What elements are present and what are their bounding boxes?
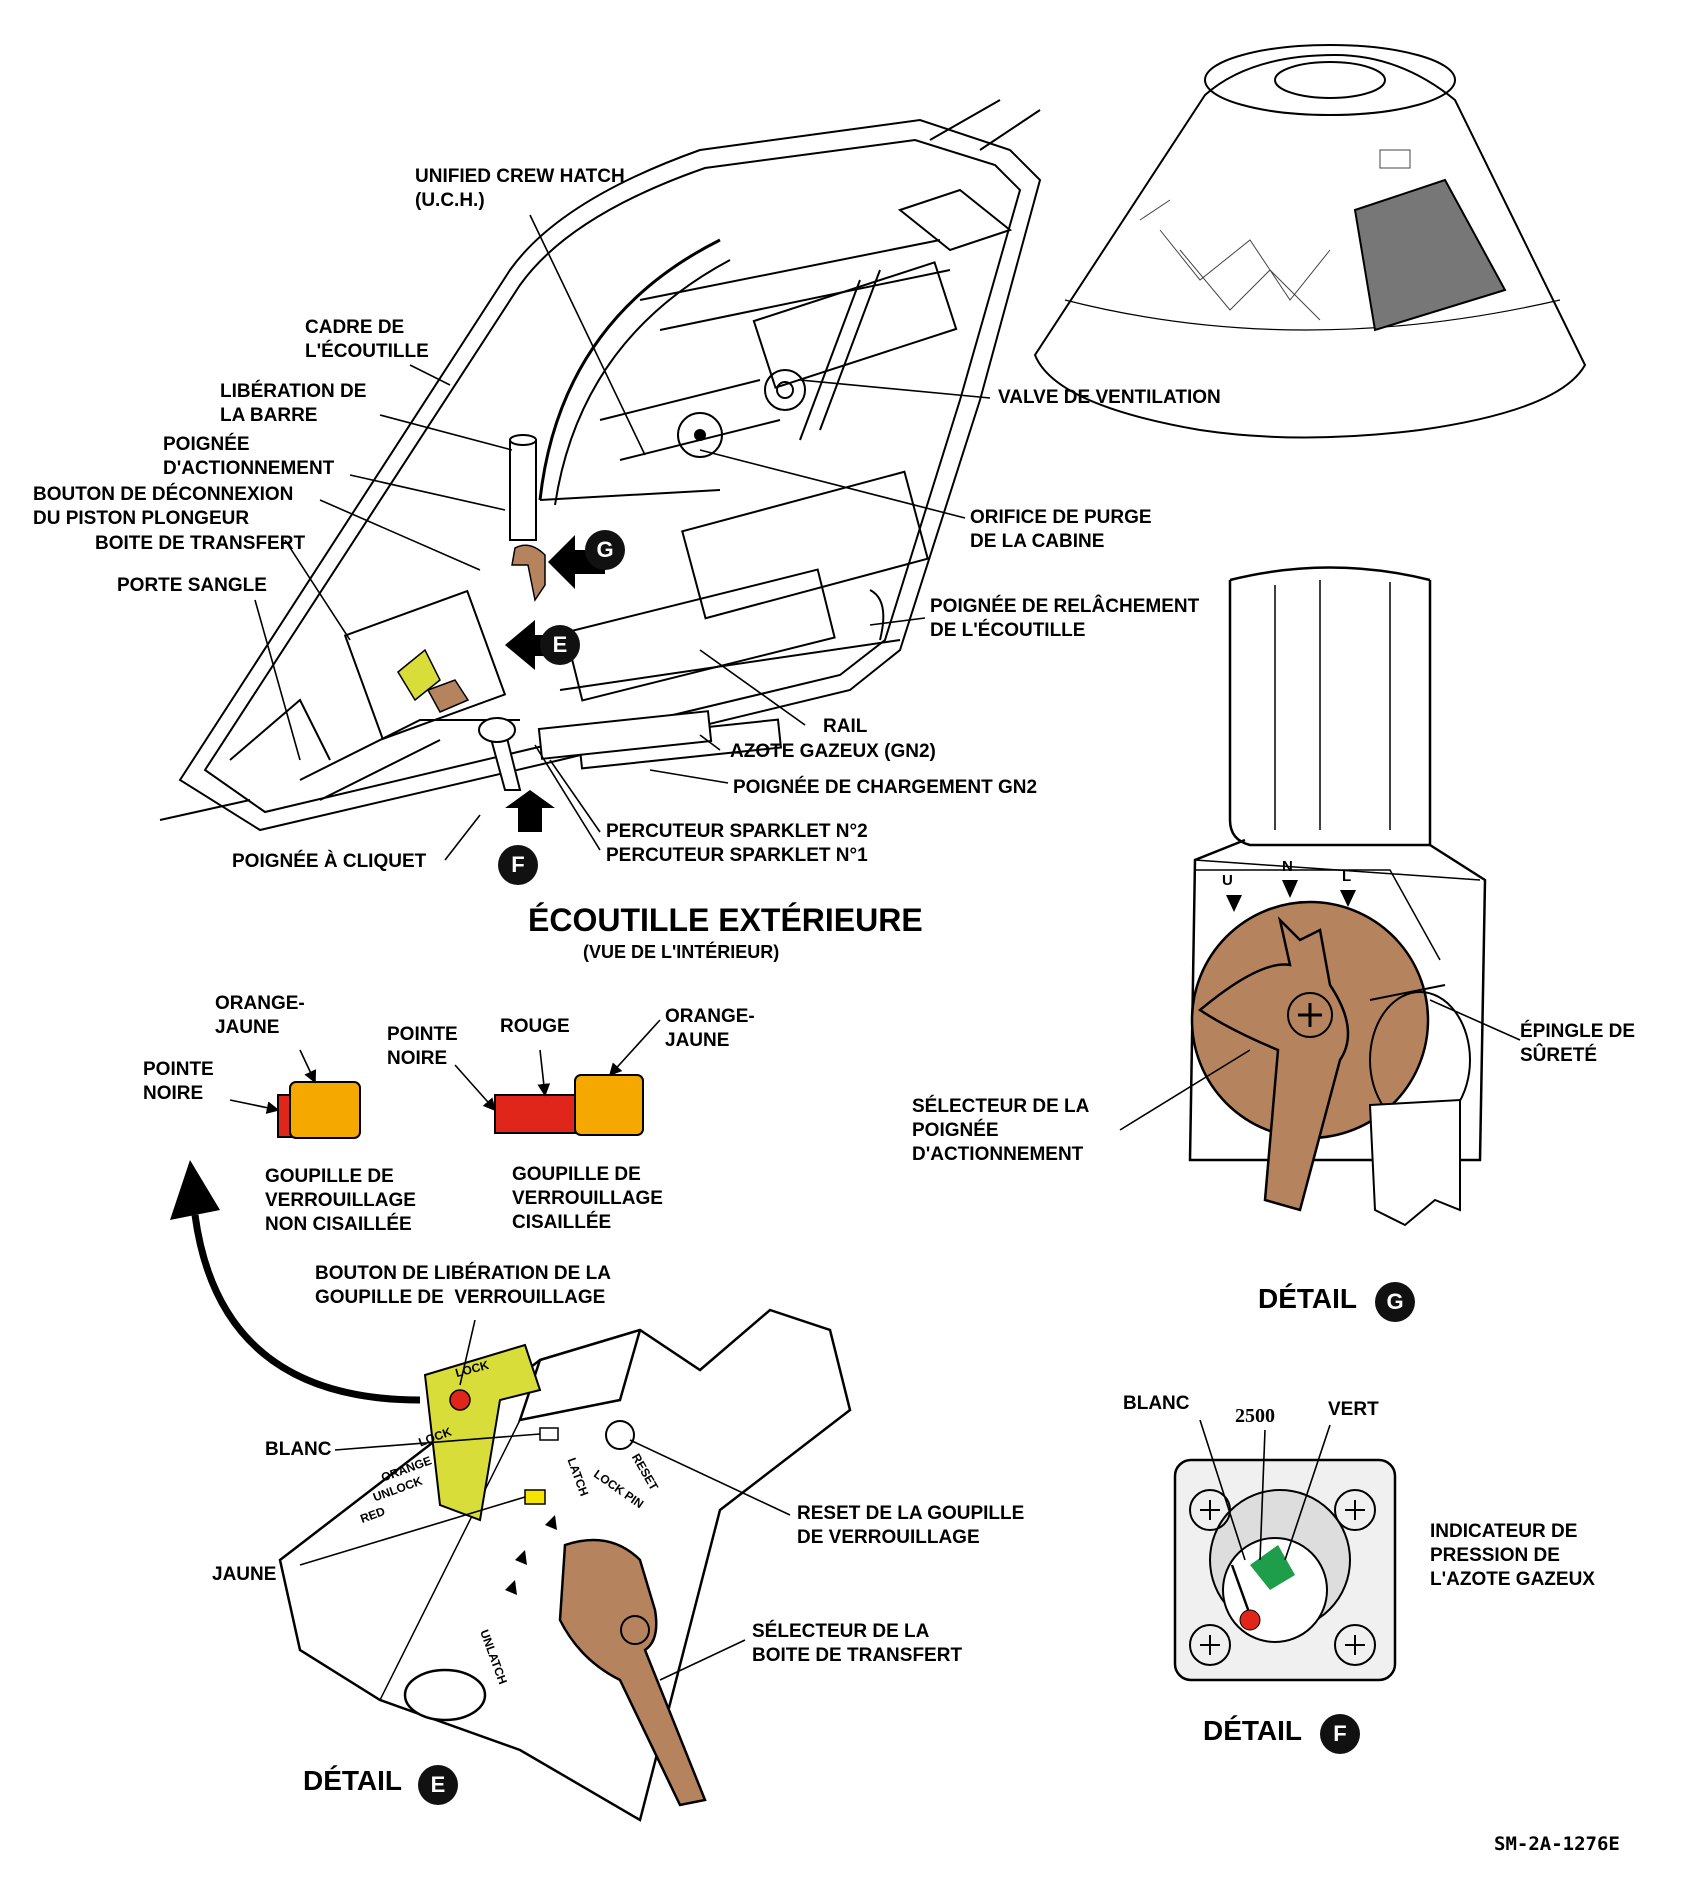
pin-sheared-color-label: ORANGE- JAUNE [665, 1006, 755, 1051]
label-sparklet: PERCUTEUR SPARKLET N°2 PERCUTEUR SPARKLE… [606, 821, 868, 866]
g-screw-cross [1298, 1003, 1322, 1027]
e-white-band [539, 1427, 559, 1441]
leader-lines-f [1199, 1419, 1331, 1561]
main-title: ÉCOUTILLE EXTÉRIEURE [528, 902, 923, 938]
label-gn2-handle: POIGNÉE DE CHARGEMENT GN2 [733, 777, 1038, 798]
badge-f-main: F [498, 845, 538, 885]
label-plunger-button: BOUTON DE DÉCONNEXION DU PISTON PLONGEUR [33, 484, 294, 529]
pin-sheared-tip-label: POINTE NOIRE [387, 1024, 458, 1069]
capsule-hatch-window [1353, 178, 1507, 332]
label-purge-port: ORIFICE DE PURGE DE LA CABINE [970, 507, 1152, 552]
g-dial-marker-n [1282, 880, 1298, 898]
label-actuator-handle: POIGNÉE D'ACTIONNEMENT [163, 434, 335, 479]
f-label-gauge: INDICATEUR DE PRESSION DE L'AZOTE GAZEUX [1430, 1521, 1595, 1590]
g-dial-u: U [1222, 872, 1233, 889]
g-dial-marker-u [1226, 895, 1242, 912]
g-label-selector: SÉLECTEUR DE LA POIGNÉE D'ACTIONNEMENT [912, 1096, 1090, 1165]
e-label-selector: SÉLECTEUR DE LA BOITE DE TRANSFERT [752, 1621, 963, 1666]
gearbox-selector-part [426, 679, 470, 713]
gearbox-lever-part [397, 648, 441, 702]
curved-arrow [191, 1214, 421, 1404]
e-yellow-band [524, 1489, 546, 1505]
main-subtitle: (VUE DE L'INTÉRIEUR) [583, 942, 780, 962]
capsule-internal-lines [1139, 149, 1411, 321]
curved-arrow-head [170, 1160, 220, 1220]
label-release-handle: POIGNÉE DE RELÂCHEMENT DE L'ÉCOUTILLE [930, 596, 1200, 641]
pin-sheared [494, 1074, 644, 1136]
badge-g-main: G [585, 530, 625, 570]
g-dial-marker-l [1340, 890, 1356, 907]
label-bar-release: LIBÉRATION DE LA BARRE [220, 381, 367, 426]
f-gauge-green-zone [1250, 1545, 1295, 1590]
g-safety-tag [1368, 1098, 1461, 1227]
label-vent-valve: VALVE DE VENTILATION [998, 387, 1221, 408]
pin-sheared-red-label: ROUGE [500, 1016, 570, 1037]
detail-g-drawing [1188, 566, 1487, 1162]
e-detent-markers [505, 1515, 557, 1595]
label-frame: CADRE DE L'ÉCOUTILLE [305, 317, 429, 362]
label-rail: RAIL [823, 716, 868, 737]
g-dial-n: N [1282, 858, 1293, 875]
arrow-to-f [505, 790, 555, 832]
hatch-drawing [159, 99, 1042, 832]
g-dial-l: L [1342, 868, 1352, 885]
label-ratchet: POIGNÉE À CLIQUET [232, 851, 427, 872]
e-label-white: BLANC [265, 1439, 332, 1460]
pin-unsheared-tip-label: POINTE NOIRE [143, 1059, 214, 1104]
arrow-to-g [548, 535, 605, 589]
g-label-safety-pin: ÉPINGLE DE SÛRETÉ [1520, 1021, 1636, 1066]
e-lock-pin-release-button [449, 1389, 471, 1411]
badge-e-main: E [540, 625, 580, 665]
detail-f-title: DÉTAIL [1203, 1715, 1303, 1746]
label-gn2: AZOTE GAZEUX (GN2) [730, 741, 936, 762]
label-uch: UNIFIED CREW HATCH (U.C.H.) [415, 166, 625, 211]
e-label-reset: RESET DE LA GOUPILLE DE VERROUILLAGE [797, 1503, 1025, 1548]
leader-lines-pins [229, 1019, 661, 1114]
detail-f-badge: F [1320, 1714, 1360, 1754]
e-label-yellow: JAUNE [212, 1564, 277, 1585]
label-strap-holder: PORTE SANGLE [117, 575, 267, 596]
e-lock-pin-plate [423, 1343, 542, 1522]
pin-sheared-caption: GOUPILLE DE VERROUILLAGE CISAILLÉE [512, 1164, 663, 1233]
pin-unsheared-caption: GOUPILLE DE VERROUILLAGE NON CISAILLÉE [265, 1166, 416, 1235]
arrow-to-e [505, 620, 560, 670]
leader-lines-e [299, 1319, 791, 1681]
detail-g-badge: G [1375, 1282, 1415, 1322]
capsule-drawing [1033, 44, 1587, 439]
f-mount-screws [1189, 1489, 1376, 1666]
leader-lines-g [1119, 999, 1521, 1131]
actuator-handle-part [511, 544, 546, 602]
label-gearbox: BOITE DE TRANSFERT [95, 533, 306, 554]
f-label-value: 2500 [1235, 1405, 1275, 1427]
pin-unsheared-color-label: ORANGE- JAUNE [215, 993, 305, 1038]
leader-lines-main [254, 214, 991, 861]
f-label-white: BLANC [1123, 1393, 1190, 1414]
drawing-code: SM-2A-1276E [1494, 1833, 1620, 1855]
e-label-release-button: BOUTON DE LIBÉRATION DE LA GOUPILLE DE V… [315, 1263, 611, 1308]
f-gauge-needle [1230, 1564, 1252, 1616]
detail-e-title: DÉTAIL [303, 1765, 403, 1796]
e-selector-screw [620, 1615, 650, 1645]
detail-e-badge: E [418, 1765, 458, 1805]
e-selector-handle [558, 1538, 707, 1807]
detail-g-title: DÉTAIL [1258, 1283, 1358, 1314]
pin-unsheared [277, 1081, 361, 1139]
f-label-green: VERT [1328, 1399, 1379, 1420]
e-reset-knob [605, 1420, 635, 1450]
f-gauge-pivot [1239, 1609, 1261, 1631]
